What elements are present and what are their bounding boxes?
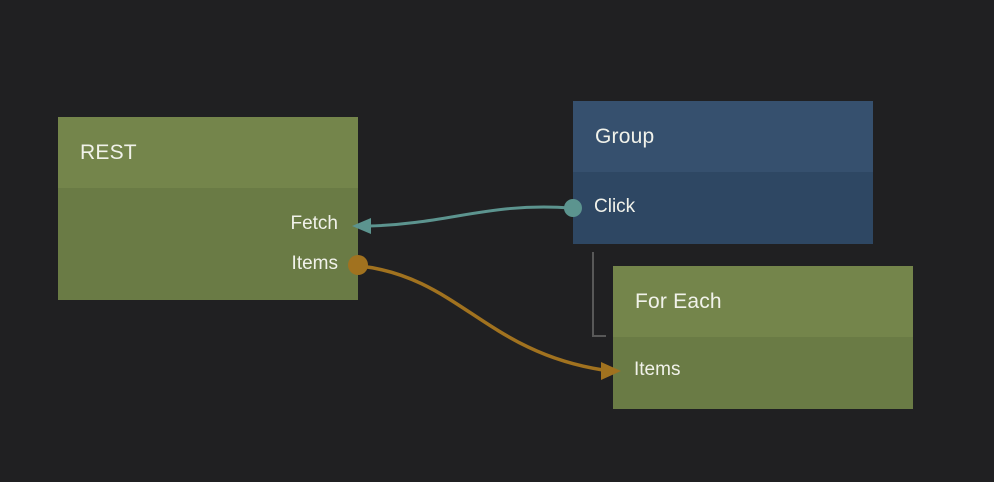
node-rest-body: Fetch Items <box>58 188 358 300</box>
port-rest-items[interactable]: Items <box>58 244 358 284</box>
node-group-title: Group <box>595 124 655 148</box>
port-foreach-items-label: Items <box>634 359 681 380</box>
port-rest-fetch-label: Fetch <box>290 213 338 234</box>
node-rest-title: REST <box>80 140 137 164</box>
wire-items-to-items[interactable] <box>358 264 605 372</box>
node-group-body: Click <box>573 172 873 244</box>
port-group-click-label: Click <box>594 196 636 217</box>
port-foreach-items[interactable]: Items <box>613 350 913 390</box>
node-rest-header[interactable]: REST <box>58 117 358 188</box>
tree-connector-line <box>592 252 606 337</box>
node-foreach[interactable]: For Each Items <box>613 266 913 409</box>
port-rest-items-label: Items <box>291 253 338 274</box>
node-foreach-body: Items <box>613 337 913 409</box>
port-rest-fetch[interactable]: Fetch <box>58 204 358 244</box>
wire-click-to-fetch[interactable] <box>367 205 573 228</box>
node-rest[interactable]: REST Fetch Items <box>58 117 358 300</box>
port-group-click[interactable]: Click <box>573 187 873 227</box>
node-group-header[interactable]: Group <box>573 101 873 172</box>
node-foreach-header[interactable]: For Each <box>613 266 913 337</box>
node-group[interactable]: Group Click <box>573 101 873 244</box>
node-foreach-title: For Each <box>635 289 722 313</box>
